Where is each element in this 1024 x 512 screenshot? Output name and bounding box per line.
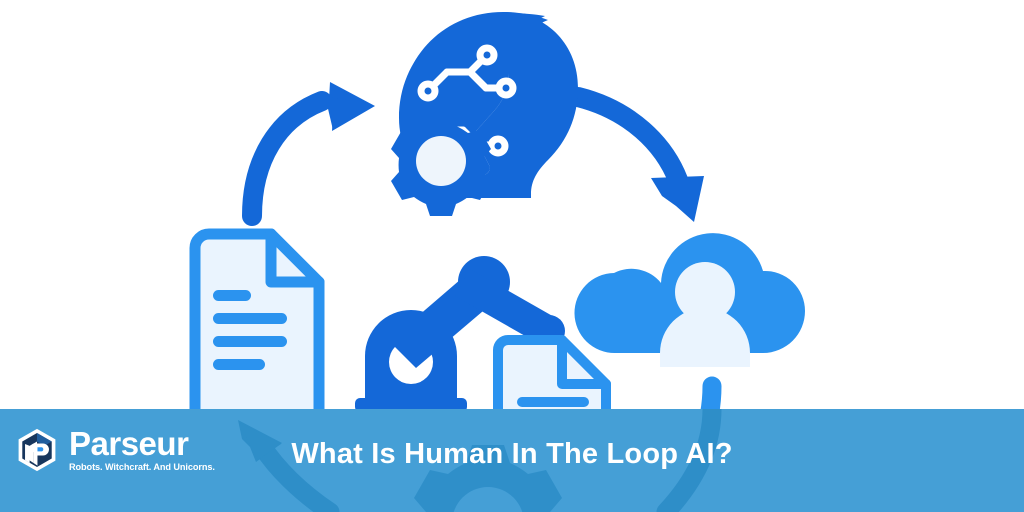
page-title: What Is Human In The Loop AI?	[291, 438, 733, 470]
document-page-icon	[189, 228, 325, 430]
cloud-user-icon	[574, 233, 806, 367]
curved-arrow-down-right-icon	[568, 87, 704, 222]
brand-tagline: Robots. Witchcraft. And Unicorns.	[69, 462, 215, 473]
hexagon-p-logo-icon	[18, 428, 56, 472]
brand-logo[interactable]: Parseur Robots. Witchcraft. And Unicorns…	[14, 427, 215, 473]
brand-text: Parseur Robots. Witchcraft. And Unicorns…	[69, 427, 215, 472]
ai-head-with-gear-icon	[391, 12, 578, 216]
brand-name: Parseur	[69, 425, 189, 463]
curved-arrow-up-right-icon	[242, 82, 375, 226]
gear-icon	[391, 114, 491, 216]
robot-arm-icon	[355, 256, 565, 412]
